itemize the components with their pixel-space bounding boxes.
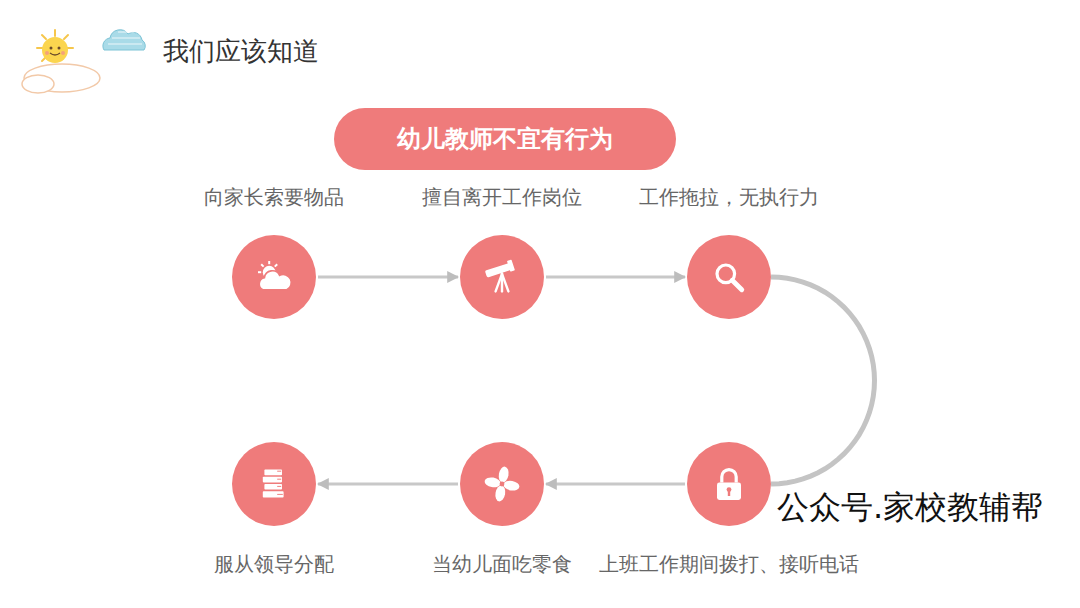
step-circle [232, 442, 316, 526]
step-circle [687, 235, 771, 319]
step-node: 向家长索要物品 [204, 185, 344, 319]
step-node: 服从领导分配 [214, 442, 334, 576]
step-icon [717, 470, 741, 500]
circle-shape [460, 235, 544, 319]
step-circle [687, 442, 771, 526]
sun-cloud-decoration [22, 30, 145, 93]
slide-title: 我们应该知道 [163, 34, 319, 69]
circle-fill [460, 442, 544, 526]
step-label: 擅自离开工作岗位 [422, 185, 582, 209]
step-label: 当幼儿面吃零食 [432, 552, 572, 576]
step-label: 工作拖拉，无执行力 [639, 185, 819, 209]
circle-shape [460, 442, 544, 526]
circle-fill [460, 235, 544, 319]
step-node: 当幼儿面吃零食 [432, 442, 572, 576]
curved-connector [771, 277, 875, 484]
circle-fill [687, 442, 771, 526]
circle-fill [232, 442, 316, 526]
circle-shape [232, 235, 316, 319]
watermark: 公众号.家校教辅帮 [777, 490, 1043, 525]
circle-fill [687, 235, 771, 319]
circle-fill [232, 235, 316, 319]
heading-text: 幼儿教师不宜有行为 [397, 123, 613, 155]
step-icon [484, 466, 520, 502]
circle-shape [687, 442, 771, 526]
circle-shape [687, 235, 771, 319]
step-circle [232, 235, 316, 319]
step-node: 工作拖拉，无执行力 [639, 185, 819, 319]
step-circle [460, 235, 544, 319]
circle-shape [232, 442, 316, 526]
step-node: 擅自离开工作岗位 [422, 185, 582, 319]
step-label: 向家长索要物品 [204, 185, 344, 209]
arrow-connector [546, 483, 685, 486]
arrow-connector [546, 276, 685, 279]
step-icon [717, 265, 742, 290]
step-label: 上班工作期间拨打、接听电话 [599, 552, 859, 576]
step-label: 服从领导分配 [214, 552, 334, 576]
step-icon [485, 260, 515, 292]
arrow-connector [318, 276, 458, 279]
step-circle [460, 442, 544, 526]
arrow-connector [318, 483, 458, 486]
step-icon [263, 470, 284, 498]
step-icon [258, 261, 291, 290]
heading-pill: 幼儿教师不宜有行为 [334, 108, 676, 170]
